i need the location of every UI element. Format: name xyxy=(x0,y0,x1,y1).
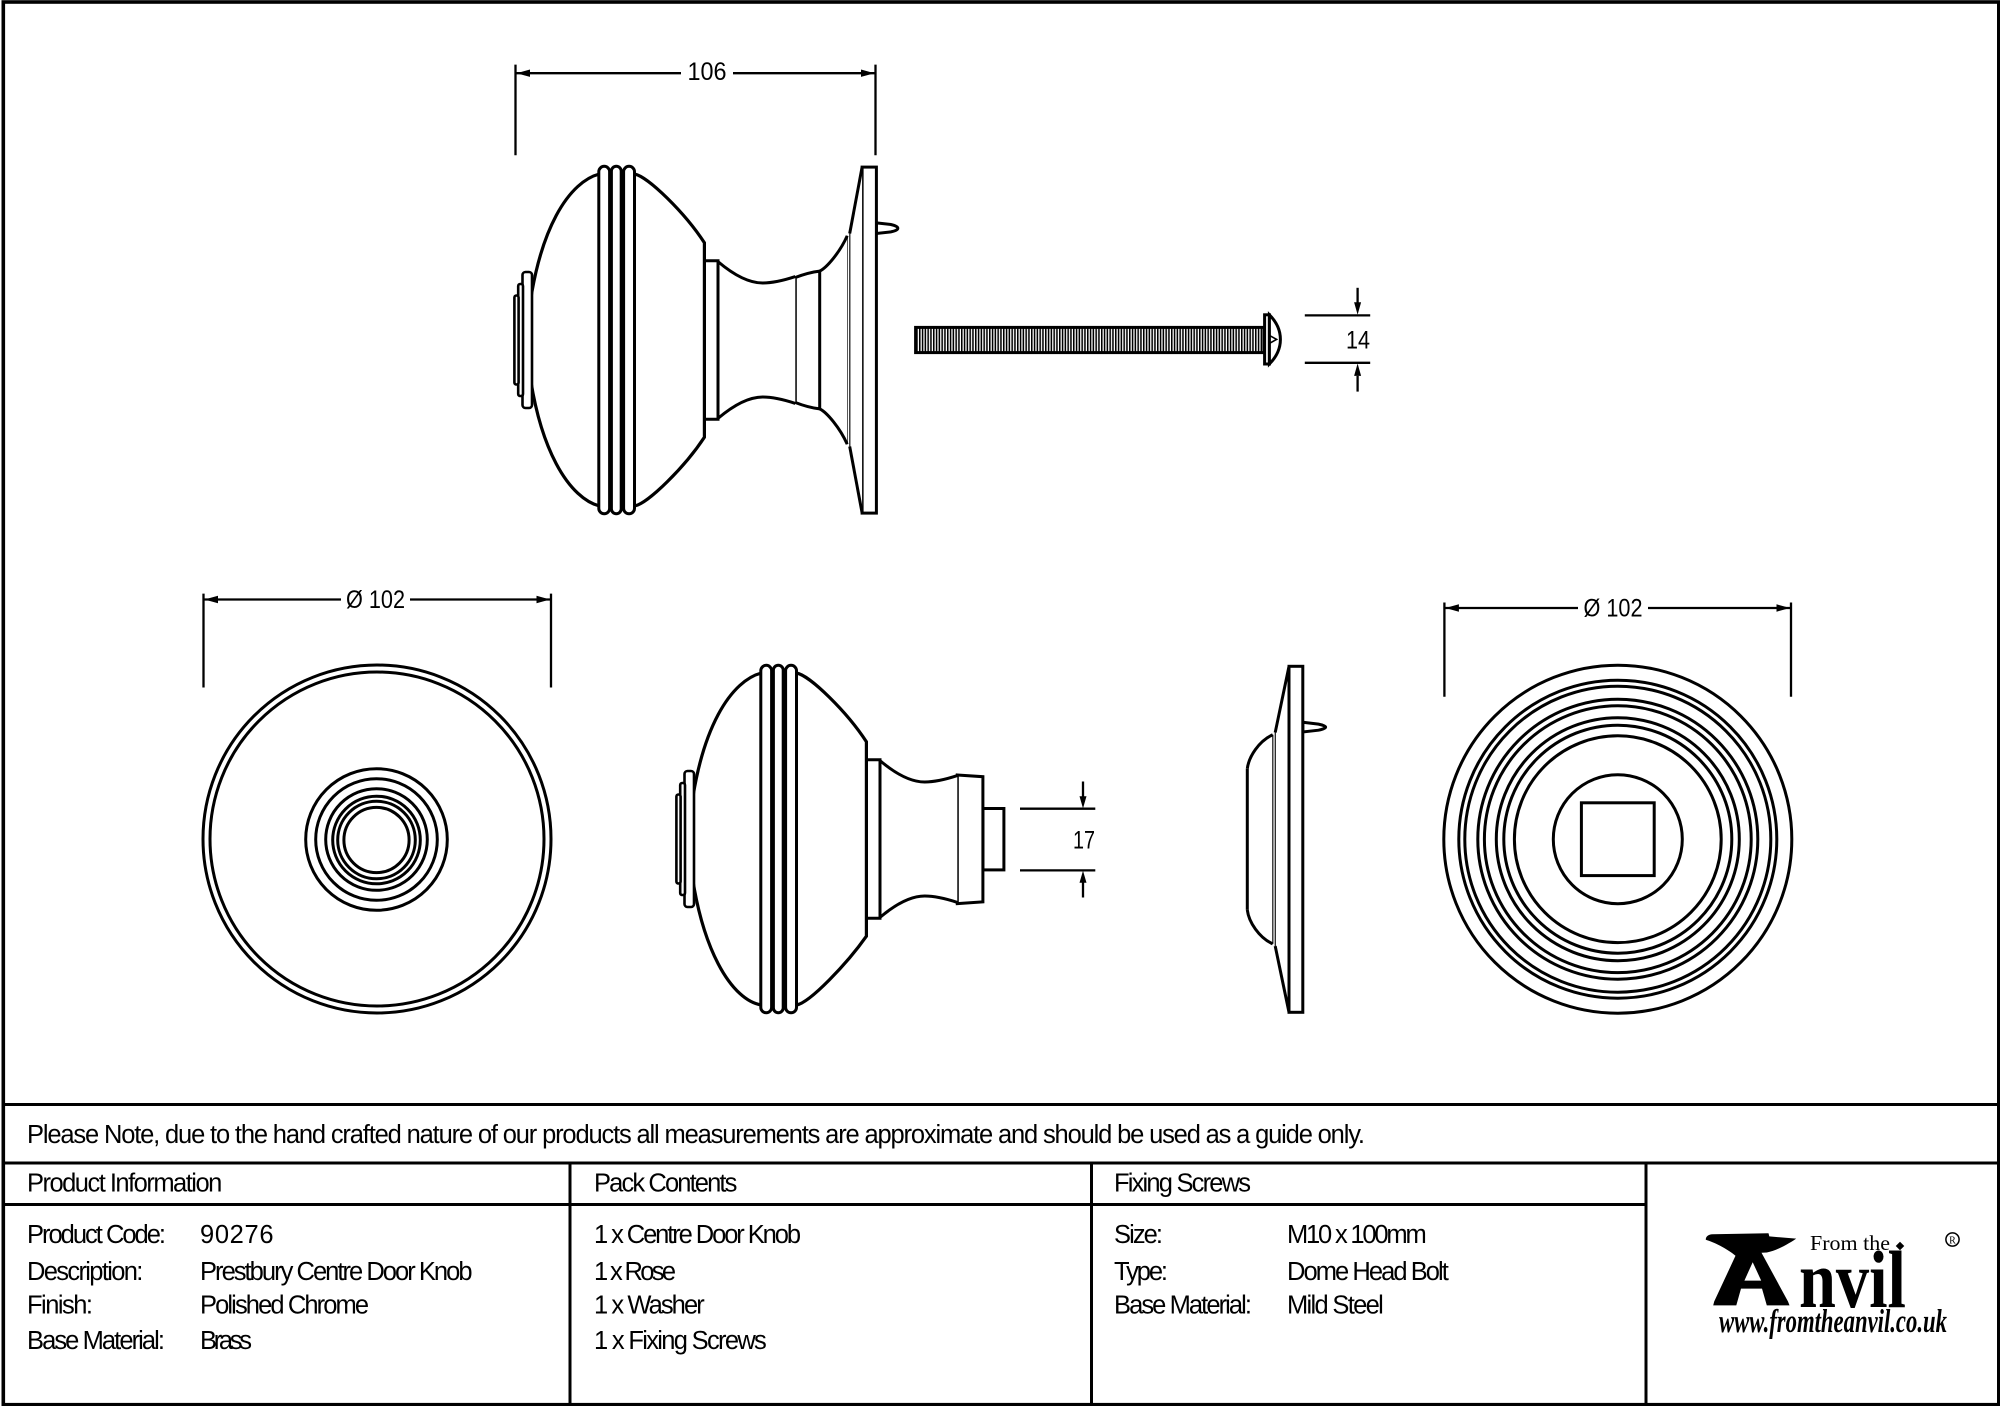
svg-text:1 x Centre Door Knob: 1 x Centre Door Knob xyxy=(594,1221,801,1249)
svg-text:Product Code:: Product Code: xyxy=(27,1221,166,1249)
svg-text:Mild Steel: Mild Steel xyxy=(1287,1292,1384,1320)
svg-text:Description:: Description: xyxy=(27,1258,143,1286)
svg-text:Ø 102: Ø 102 xyxy=(1584,595,1643,623)
svg-text:Size:: Size: xyxy=(1114,1221,1163,1249)
svg-text:Base Material:: Base Material: xyxy=(1114,1292,1252,1320)
svg-text:Finish:: Finish: xyxy=(27,1292,93,1320)
svg-text:Brass: Brass xyxy=(200,1327,252,1355)
svg-text:Base Material:: Base Material: xyxy=(27,1327,165,1355)
svg-text:Please Note, due to the hand c: Please Note, due to the hand crafted nat… xyxy=(27,1121,1365,1149)
svg-text:Polished Chrome: Polished Chrome xyxy=(200,1292,369,1320)
svg-text:M10 x 100mm: M10 x 100mm xyxy=(1287,1221,1427,1249)
svg-text:R: R xyxy=(1949,1236,1956,1247)
svg-text:1 x Fixing Screws: 1 x Fixing Screws xyxy=(594,1327,767,1355)
svg-text:90276: 90276 xyxy=(200,1221,274,1249)
svg-text:Product Information: Product Information xyxy=(27,1170,222,1198)
svg-text:1 x Washer: 1 x Washer xyxy=(594,1292,705,1320)
svg-text:106: 106 xyxy=(688,58,727,86)
svg-text:Pack Contents: Pack Contents xyxy=(594,1170,737,1198)
svg-text:1 x Rose: 1 x Rose xyxy=(594,1258,676,1286)
svg-text:Dome Head Bolt: Dome Head Bolt xyxy=(1287,1258,1449,1286)
svg-text:Ø 102: Ø 102 xyxy=(346,586,405,614)
svg-text:Fixing Screws: Fixing Screws xyxy=(1114,1170,1251,1198)
svg-text:www.fromtheanvil.co.uk: www.fromtheanvil.co.uk xyxy=(1719,1304,1947,1340)
svg-text:Type:: Type: xyxy=(1114,1258,1168,1286)
svg-text:From the: From the xyxy=(1810,1231,1890,1255)
svg-text:17: 17 xyxy=(1073,827,1095,855)
svg-text:nvil: nvil xyxy=(1799,1234,1906,1325)
svg-text:Prestbury Centre Door Knob: Prestbury Centre Door Knob xyxy=(200,1258,473,1286)
svg-text:14: 14 xyxy=(1346,327,1370,355)
